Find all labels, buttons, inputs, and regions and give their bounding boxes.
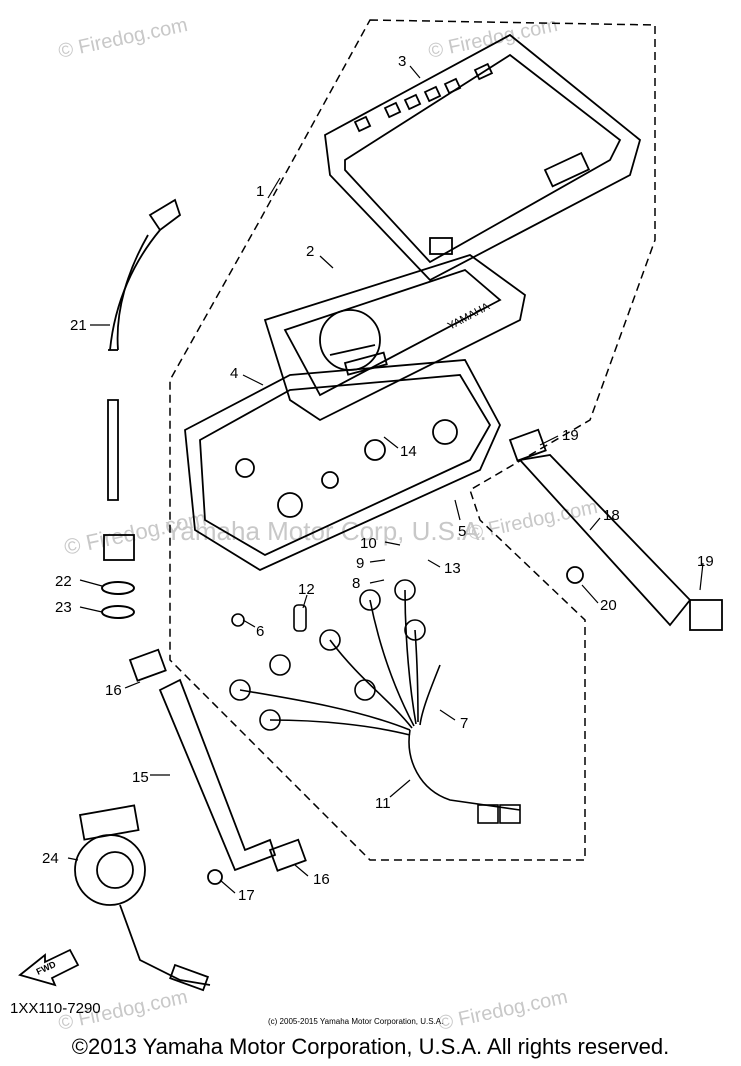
bracket-left: [128, 648, 307, 885]
callout-4: 4: [230, 365, 238, 382]
assembly-outline: [169, 19, 656, 861]
callout-5: 5: [458, 523, 466, 540]
callout-24: 24: [42, 850, 59, 867]
callout-7: 7: [460, 715, 468, 732]
watermark-top-right: © Firedog.com: [426, 14, 559, 63]
wire-harness: [229, 579, 521, 824]
watermark-bottom-right: © Firedog.com: [436, 986, 569, 1035]
callout-18: 18: [603, 507, 620, 524]
callout-9: 9: [356, 555, 364, 572]
callout-13: 13: [444, 560, 461, 577]
callout-12: 12: [298, 581, 315, 598]
meter-case: [184, 359, 502, 572]
callout-19-top: 19: [562, 427, 579, 444]
callout-21: 21: [70, 317, 87, 334]
callout-22: 22: [55, 573, 72, 590]
callout-16-left: 16: [105, 682, 122, 699]
callout-14: 14: [400, 443, 417, 460]
meter-cover: [324, 33, 642, 282]
bracket-right: [508, 428, 723, 631]
speedometer-cable: [103, 198, 182, 561]
watermark-top-left: © Firedog.com: [56, 14, 189, 63]
callout-15: 15: [132, 769, 149, 786]
callout-11: 11: [375, 795, 391, 812]
callout-17: 17: [238, 887, 255, 904]
fwd-arrow: FWD: [18, 948, 80, 987]
meter-brand-text: YAMAHA: [446, 300, 493, 332]
callout-23: 23: [55, 599, 72, 616]
callout-3: 3: [398, 53, 406, 70]
callout-8: 8: [352, 575, 360, 592]
callout-10: 10: [360, 535, 377, 552]
sensor-unit: [74, 804, 211, 992]
callout-leaders: [67, 65, 704, 894]
callout-2: 2: [306, 243, 314, 260]
callout-16-bottom: 16: [313, 871, 330, 888]
small-copyright: (c) 2005-2015 Yamaha Motor Corporation, …: [268, 1017, 443, 1026]
meter-face-panel: [263, 254, 526, 422]
part-code: 1XX110-7290: [10, 1000, 101, 1017]
copyright-footer: ©2013 Yamaha Motor Corporation, U.S.A. A…: [71, 1034, 670, 1059]
callout-19-right: 19: [697, 553, 714, 570]
callout-numbers: 1 2 3 4 5 6 7 8 9 10 11 12 13 14 15 16 1…: [42, 53, 714, 904]
callout-20: 20: [600, 597, 617, 614]
ring-22: [101, 581, 135, 595]
circlip-23: [101, 605, 135, 619]
callout-1: 1: [256, 183, 264, 200]
callout-6: 6: [256, 623, 264, 640]
